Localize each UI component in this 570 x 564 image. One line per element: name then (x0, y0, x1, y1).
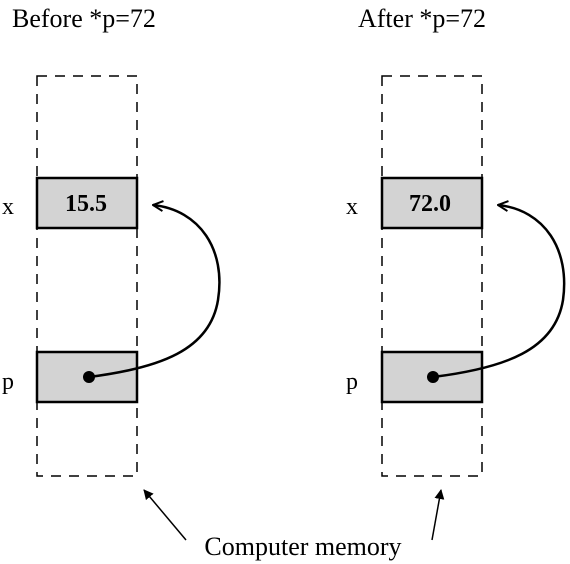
before-x-cell (35, 176, 139, 230)
before-panel: Before *p=72 x 15.5 p (2, 4, 221, 477)
after-x-value: 72.0 (409, 191, 451, 217)
before-x-value: 15.5 (65, 191, 107, 217)
memory-label: Computer memory (204, 532, 401, 561)
after-x-cell (380, 176, 484, 230)
before-title: Before *p=72 (12, 4, 156, 33)
before-memory-region (36, 75, 138, 477)
before-x-label: x (2, 194, 14, 220)
before-pointer-arrow (88, 205, 221, 379)
memory-callout-right-arrow (431, 489, 445, 541)
after-pointer-arrow (432, 205, 566, 379)
after-p-label: p (346, 369, 358, 395)
after-panel: After *p=72 x 72.0 p (346, 4, 566, 477)
memory-callout-left-arrow (143, 489, 187, 541)
memory-callout: Computer memory (143, 489, 445, 561)
before-p-label: p (2, 369, 14, 395)
after-memory-region (381, 75, 483, 477)
after-x-label: x (346, 194, 358, 220)
after-title: After *p=72 (358, 4, 486, 33)
